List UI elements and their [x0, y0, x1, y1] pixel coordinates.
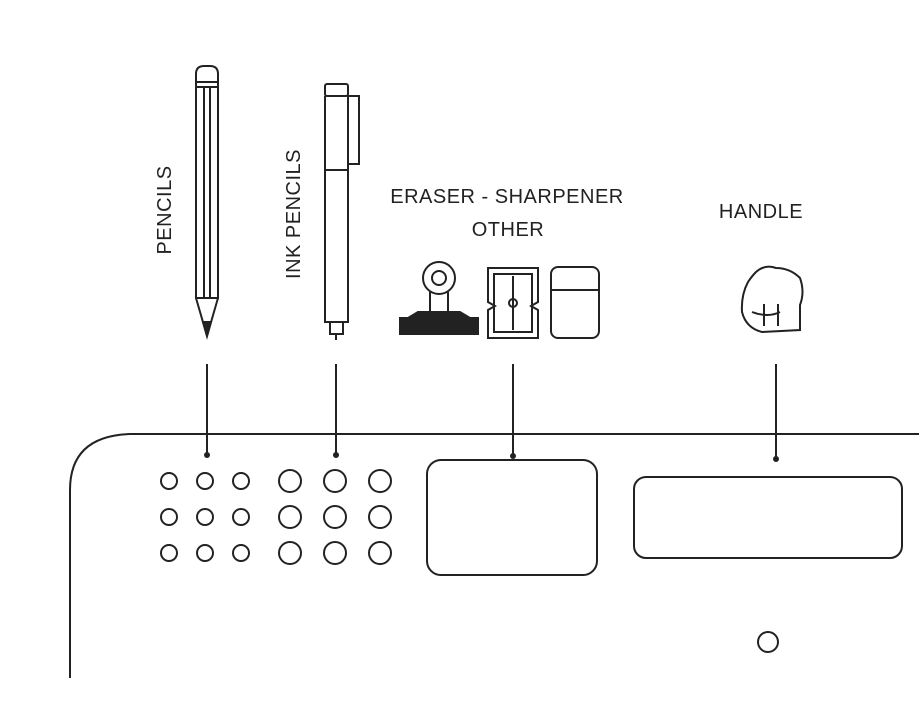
eraser-icon [550, 266, 600, 339]
hole [323, 469, 347, 493]
hole [278, 505, 302, 529]
hole [323, 541, 347, 565]
handle-compartment [633, 476, 903, 559]
hole [160, 508, 178, 526]
hand-fist-icon [740, 265, 804, 334]
hole [278, 469, 302, 493]
hole [160, 544, 178, 562]
hole [323, 505, 347, 529]
label-eraser-sharpener: ERASER - SHARPENER [390, 186, 624, 208]
label-ink-pencils: INK PENCILS [283, 149, 305, 279]
eraser-sharpener-compartment [426, 459, 598, 576]
label-handle: HANDLE [719, 201, 803, 223]
hole [368, 541, 392, 565]
hole [368, 469, 392, 493]
hole [368, 505, 392, 529]
hole [160, 472, 178, 490]
ink-pencil-icon [324, 83, 360, 340]
hole [196, 544, 214, 562]
label-pencils: PENCILS [154, 165, 176, 254]
hole [232, 508, 250, 526]
connector-lines [206, 364, 777, 458]
hole [278, 541, 302, 565]
hole [232, 472, 250, 490]
bottom-hole [757, 631, 779, 653]
pencil-hole-grid [160, 472, 250, 562]
tray-outline [69, 433, 919, 678]
sharpener-icon [487, 267, 539, 339]
binder-clip-icon [399, 261, 479, 335]
connector-dots [204, 452, 779, 462]
hole [232, 544, 250, 562]
hole [196, 508, 214, 526]
hole [196, 472, 214, 490]
ink-pencil-hole-grid [278, 469, 392, 565]
label-other: OTHER [472, 219, 545, 241]
pencil-icon [195, 65, 219, 340]
